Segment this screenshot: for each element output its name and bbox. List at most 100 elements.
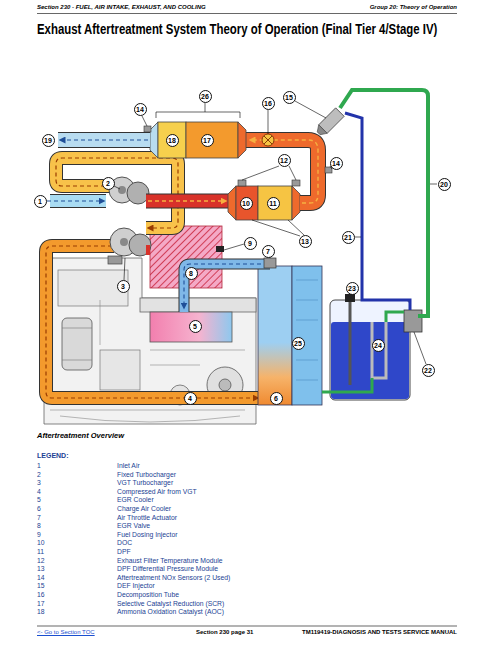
decomposition-pipe bbox=[246, 140, 318, 203]
egr-cooler bbox=[150, 312, 232, 342]
exhaust-pipe bbox=[146, 195, 230, 208]
manual-id: TM119419-DIAGNOSIS AND TESTS SERVICE MAN… bbox=[302, 629, 457, 636]
callout-number: 10 bbox=[242, 200, 250, 207]
doc-dpf-canister bbox=[228, 180, 300, 220]
leader-line bbox=[124, 258, 125, 280]
section-header: Section 230 - FUEL, AIR INTAKE, EXHAUST,… bbox=[37, 4, 206, 11]
leader-line bbox=[114, 101, 437, 364]
engine-illustration bbox=[140, 298, 256, 312]
callout-number: 9 bbox=[248, 240, 252, 247]
engine-illustration bbox=[62, 360, 92, 361]
scr-aoc-canister bbox=[238, 122, 246, 158]
callout-number: 3 bbox=[121, 283, 125, 290]
callout-circle: 5 bbox=[189, 320, 202, 333]
turbocharger bbox=[108, 256, 122, 264]
callout-circle: 22 bbox=[422, 364, 435, 377]
legend-number: 16 bbox=[37, 591, 45, 598]
subheading: Aftertreatment Overview bbox=[37, 432, 124, 440]
callout-circle: 6 bbox=[270, 392, 283, 405]
doc-dpf-canister bbox=[236, 186, 258, 220]
doc-dpf-canister bbox=[228, 186, 236, 220]
callout-circle: 24 bbox=[372, 339, 385, 352]
legend-term: Exhaust Filter Temperature Module bbox=[117, 557, 223, 564]
exhaust-manifold bbox=[216, 246, 224, 252]
engine-illustration bbox=[62, 318, 92, 370]
legend-number: 8 bbox=[37, 522, 41, 529]
callout-circle: 4 bbox=[184, 392, 197, 405]
legend-number: 17 bbox=[37, 600, 45, 607]
callout-circle: 14 bbox=[330, 157, 343, 170]
callout-number: 8 bbox=[189, 270, 193, 277]
outlet-pipe bbox=[58, 132, 150, 148]
page-rule bbox=[37, 626, 457, 627]
callout-number: 18 bbox=[168, 137, 176, 144]
coolant-line bbox=[386, 312, 404, 322]
leader-line bbox=[114, 186, 120, 189]
callout-circle: 16 bbox=[262, 97, 275, 110]
callout-number: 12 bbox=[280, 157, 288, 164]
leader-line bbox=[268, 110, 269, 134]
engine-illustration bbox=[100, 350, 140, 390]
legend-number: 4 bbox=[37, 488, 41, 495]
doc-dpf-canister bbox=[238, 180, 246, 186]
scr-aoc-canister bbox=[186, 122, 238, 158]
legend-term: Charge Air Cooler bbox=[117, 505, 171, 512]
def-injector bbox=[314, 125, 327, 138]
callout-number: 24 bbox=[374, 342, 382, 349]
legend-term: Decomposition Tube bbox=[117, 591, 179, 598]
legend-number: 14 bbox=[37, 574, 45, 581]
egr-cooler bbox=[150, 312, 232, 342]
page-rule bbox=[37, 14, 457, 627]
turbocharger bbox=[120, 238, 128, 246]
callout-number: 15 bbox=[285, 94, 293, 101]
page-title: Exhaust Aftertreatment System Theory of … bbox=[37, 20, 451, 38]
legend-term: EGR Valve bbox=[117, 522, 150, 529]
leader-line bbox=[295, 101, 326, 118]
compressed-air-pipe bbox=[56, 158, 178, 228]
callout-circle: 20 bbox=[438, 178, 451, 191]
callout-circle: 14 bbox=[134, 103, 147, 116]
decomposition-pipe bbox=[264, 136, 272, 144]
legend-term: VGT Turbocharger bbox=[117, 479, 173, 486]
callout-circle: 11 bbox=[267, 197, 280, 210]
def-tank bbox=[349, 298, 352, 385]
callout-circle: 19 bbox=[42, 134, 55, 147]
coolant-line bbox=[340, 90, 428, 316]
exhaust-manifold bbox=[150, 226, 224, 288]
callout-number: 13 bbox=[301, 238, 309, 245]
legend-term: Fixed Turbocharger bbox=[117, 471, 176, 478]
inlet-air-pipe bbox=[47, 200, 102, 201]
legend-term: Air Throttle Actuator bbox=[117, 514, 177, 521]
callout-circle: 26 bbox=[199, 90, 212, 103]
legend-number: 18 bbox=[37, 608, 45, 615]
leader-line bbox=[156, 103, 240, 118]
legend-number: 1 bbox=[37, 462, 41, 469]
legend-number: 12 bbox=[37, 557, 45, 564]
callout-number: 7 bbox=[266, 248, 270, 255]
leader-line bbox=[224, 244, 244, 250]
legend-number: 13 bbox=[37, 565, 45, 572]
coolant-line bbox=[322, 378, 372, 392]
legend-number: 11 bbox=[37, 548, 44, 555]
exhaust-pipe bbox=[146, 194, 230, 209]
scr-aoc-canister bbox=[150, 122, 246, 158]
inlet-air-pipe bbox=[47, 201, 106, 202]
compressed-air-pipe bbox=[56, 158, 178, 228]
legend-number: 6 bbox=[37, 505, 41, 512]
decomposition-pipe bbox=[252, 140, 318, 203]
def-line bbox=[345, 113, 410, 310]
doc-dpf-canister bbox=[292, 180, 300, 186]
coolant-line bbox=[322, 90, 428, 392]
callout-number: 1 bbox=[38, 198, 42, 205]
callout-number: 23 bbox=[348, 285, 356, 292]
def-tank bbox=[345, 294, 355, 302]
leader-line bbox=[242, 166, 296, 180]
legend-term: DPF bbox=[117, 548, 131, 555]
callout-number: 17 bbox=[203, 137, 211, 144]
legend-number: 2 bbox=[37, 471, 41, 478]
callout-circle: 25 bbox=[292, 337, 305, 350]
leader-line bbox=[414, 332, 426, 364]
cooling-package bbox=[296, 280, 318, 380]
intake-pipe bbox=[184, 258, 276, 312]
leader-line bbox=[142, 116, 147, 126]
